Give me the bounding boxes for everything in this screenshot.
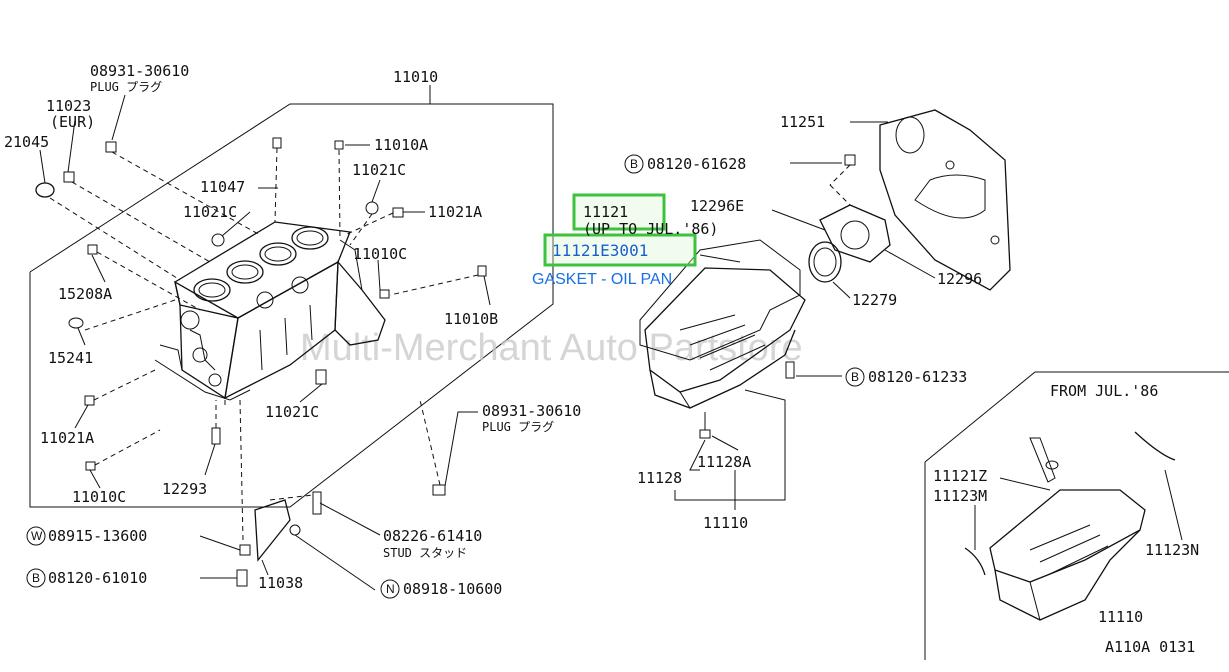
- cylinder-block-drawing: [154, 221, 386, 401]
- circle-b-letter-3: B: [851, 370, 859, 384]
- label-11047: 11047: [200, 178, 245, 196]
- circle-b-icon-1: [26, 568, 46, 588]
- label-21045: 21045: [4, 133, 49, 151]
- label-11110-b: 11110: [1098, 608, 1143, 626]
- figure-code: A110A 0131: [1105, 638, 1195, 656]
- label-08120-61010: 08120-61010: [48, 569, 147, 587]
- label-11110-a: 11110: [703, 514, 748, 532]
- label-08915-13600: 08915-13600: [48, 527, 147, 545]
- circled-callouts: W B N B B: [26, 154, 865, 599]
- label-11010: 11010: [393, 68, 438, 86]
- label-11121: 11121: [583, 203, 628, 221]
- label-11121z: 11121Z: [933, 467, 987, 485]
- block-leaders: [39, 85, 491, 489]
- label-08931-30610-mid: 08931-30610: [482, 402, 581, 420]
- label-08120-61233: 08120-61233: [868, 368, 967, 386]
- inset-oil-pan-drawing: [964, 431, 1183, 621]
- label-stud: STUD スタッド: [383, 546, 467, 560]
- label-11123n: 11123N: [1145, 541, 1199, 559]
- highlight-part-box: [572, 193, 666, 231]
- label-11128a: 11128A: [697, 453, 751, 471]
- label-15208a: 15208A: [58, 285, 112, 303]
- label-12296e: 12296E: [690, 197, 744, 215]
- label-11038: 11038: [258, 574, 303, 592]
- circle-n-icon: [380, 579, 400, 599]
- label-11021c-c: 11021C: [265, 403, 319, 421]
- label-15241: 15241: [48, 349, 93, 367]
- label-11010c-b: 11010C: [72, 488, 126, 506]
- label-plug-mid: PLUG プラグ: [482, 420, 554, 434]
- assembly-lines: [49, 147, 479, 541]
- label-11021a-b: 11021A: [40, 429, 94, 447]
- block-plugs: [35, 137, 487, 496]
- circle-b-icon-2: [624, 154, 644, 174]
- inset-frame: [924, 371, 1229, 660]
- circle-b-letter-1: B: [32, 571, 40, 585]
- label-12296: 12296: [937, 270, 982, 288]
- label-eur: (EUR): [50, 113, 95, 131]
- label-11010c-a: 11010C: [353, 245, 407, 263]
- label-11021a-a: 11021A: [428, 203, 482, 221]
- label-oem-number: 11121E3001: [552, 241, 648, 260]
- oil-pan-drawing: [639, 239, 842, 510]
- label-11010b: 11010B: [444, 310, 498, 328]
- circle-w-icon: [26, 526, 46, 546]
- label-12293: 12293: [162, 480, 207, 498]
- label-11023: 11023: [46, 97, 91, 115]
- label-11128: 11128: [637, 469, 682, 487]
- label-08226-61410: 08226-61410: [383, 527, 482, 545]
- label-11021c-b: 11021C: [183, 203, 237, 221]
- circle-n-letter: N: [386, 582, 395, 596]
- label-11123m: 11123M: [933, 487, 987, 505]
- circle-b-icon-3: [845, 367, 865, 387]
- label-08931-30610-top: 08931-30610: [90, 62, 189, 80]
- rear-plate-drawing: [699, 109, 1011, 299]
- inset-title: FROM JUL.'86: [1050, 382, 1158, 400]
- highlight-oem-box: [543, 233, 697, 267]
- label-08120-61628: 08120-61628: [647, 155, 746, 173]
- circle-w-letter: W: [31, 529, 43, 543]
- label-plug-top: PLUG プラグ: [90, 80, 162, 94]
- label-11010a: 11010A: [374, 136, 428, 154]
- circle-b-letter-2: B: [630, 157, 638, 171]
- label-gasket-oil-pan: GASKET - OIL PAN: [532, 271, 672, 288]
- stud-bracket: [199, 491, 381, 591]
- engine-block-frame: [29, 103, 554, 508]
- label-08918-10600: 08918-10600: [403, 580, 502, 598]
- label-11251: 11251: [780, 113, 825, 131]
- label-11021c-a: 11021C: [352, 161, 406, 179]
- label-up-to-jul-86: (UP TO JUL.'86): [583, 220, 718, 238]
- label-12279: 12279: [852, 291, 897, 309]
- labels: 08931-30610 PLUG プラグ 11023 (EUR) 21045 1…: [4, 62, 1199, 656]
